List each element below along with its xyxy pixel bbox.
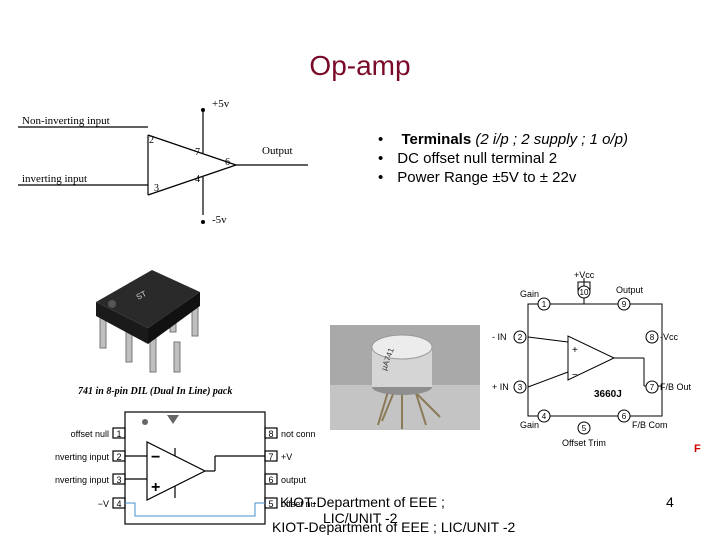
bullet-text: DC offset null terminal 2 bbox=[397, 150, 558, 167]
opamp-symbol-diagram: +5v -5v Non-inverting input inverting in… bbox=[18, 98, 308, 226]
gain-bottom-label: Gain bbox=[520, 420, 539, 430]
pin-9: 9 bbox=[622, 300, 627, 309]
page-number: 4 bbox=[666, 494, 674, 510]
pin-2: 2 bbox=[518, 333, 523, 342]
non-inverting-input-label: Non-inverting input bbox=[22, 115, 110, 127]
minus-in-label: - IN bbox=[492, 332, 507, 342]
chip-outline bbox=[124, 411, 266, 525]
pin-number-6: 6 bbox=[268, 475, 273, 485]
pin-7: 7 bbox=[650, 383, 655, 392]
pin-label-offset-null-5: offset null bbox=[281, 499, 315, 509]
pin-label-plus-v: +V bbox=[281, 452, 292, 462]
pinout-diagram: − + offset null inverting input non-inve… bbox=[55, 411, 315, 525]
gain-top-label: Gain bbox=[520, 289, 539, 299]
pin-number-5: 5 bbox=[268, 499, 273, 509]
pin-4: 4 bbox=[542, 412, 547, 421]
bullet-item: •DC offset null terminal 2 bbox=[378, 150, 558, 167]
edge-letter: F bbox=[694, 443, 701, 455]
pin-number-1: 1 bbox=[116, 429, 121, 439]
pin-7-label: 7 bbox=[195, 147, 200, 158]
output-label: Output bbox=[262, 145, 293, 157]
pin-4-label: 4 bbox=[195, 174, 200, 185]
notch-marker bbox=[167, 415, 179, 424]
pin-3-label: 3 bbox=[154, 183, 159, 194]
bullet-text: (2 i/p ; 2 supply ; 1 o/p) bbox=[471, 131, 628, 148]
pin-label-output: output bbox=[281, 475, 307, 485]
inverting-input-label: inverting input bbox=[22, 173, 87, 185]
bullet-bold-text: Terminals bbox=[401, 131, 472, 148]
part-number-label: 3660J bbox=[594, 389, 622, 400]
pin-10: 10 bbox=[580, 288, 589, 297]
vcc-minus-label: -Vcc bbox=[660, 332, 679, 342]
footer-dept-full: KIOT-Department of EEE ; LIC/UNIT -2 bbox=[272, 519, 516, 535]
pin-number-4: 4 bbox=[116, 499, 121, 509]
fb-com-label: F/B Com bbox=[632, 420, 668, 430]
pin-8: 8 bbox=[650, 333, 655, 342]
vcc-plus-label: +Vcc bbox=[574, 270, 595, 280]
slide-title: Op-amp bbox=[309, 50, 411, 81]
pin-label-inverting: inverting input bbox=[55, 452, 109, 462]
minus-supply-label: -5v bbox=[212, 214, 227, 226]
dip-caption: 741 in 8-pin DIL (Dual In Line) pack bbox=[78, 386, 233, 397]
output-label: Output bbox=[616, 285, 644, 295]
pin-number-7: 7 bbox=[268, 452, 273, 462]
pin-2-label: 2 bbox=[149, 135, 154, 146]
metal-can-photo: µA741 bbox=[330, 325, 480, 430]
chip-3660j-diagram: 1 2 3 4 5 6 7 8 9 10 + − +Vcc Gain Outpu… bbox=[492, 270, 692, 448]
fb-out-label: F/B Out bbox=[660, 382, 692, 392]
svg-text:ST: ST bbox=[135, 289, 148, 302]
svg-text:−: − bbox=[572, 370, 578, 381]
bullet-item: •Power Range ±5V to ± 22v bbox=[378, 169, 577, 186]
svg-text:+: + bbox=[151, 479, 160, 496]
pin-6: 6 bbox=[622, 412, 627, 421]
pin1-marker bbox=[142, 419, 148, 425]
svg-text:−: − bbox=[151, 449, 160, 466]
footer-dept-line-1: KIOT-Department of EEE ; bbox=[280, 494, 445, 510]
pin-label-non-inverting: non-inverting input bbox=[55, 475, 109, 485]
pin-number-2: 2 bbox=[116, 452, 121, 462]
svg-text:+: + bbox=[572, 345, 578, 356]
pin-label-minus-v: −V bbox=[98, 499, 109, 509]
plus-in-label: + IN bbox=[492, 382, 509, 392]
bullet-list: • Terminals (2 i/p ; 2 supply ; 1 o/p) •… bbox=[378, 130, 628, 187]
dip-chip-photo: ST bbox=[96, 270, 200, 373]
pin-6-label: 6 bbox=[225, 157, 230, 168]
footer-dept-line-2: LIC/UNIT -2 bbox=[323, 510, 398, 526]
bullet-text: Power Range ±5V to ± 22v bbox=[397, 169, 577, 186]
pin-3: 3 bbox=[518, 383, 523, 392]
pin-label-not-connected: not connected bbox=[281, 429, 315, 439]
pin-5: 5 bbox=[582, 424, 587, 433]
pin-label-offset-null-1: offset null bbox=[71, 429, 109, 439]
pin-number-3: 3 bbox=[116, 475, 121, 485]
offset-trim-label: Offset Trim bbox=[562, 438, 606, 448]
pin-number-8: 8 bbox=[268, 429, 273, 439]
plus-supply-label: +5v bbox=[212, 98, 230, 110]
pin-1: 1 bbox=[542, 300, 547, 309]
bullet-item: • Terminals (2 i/p ; 2 supply ; 1 o/p) bbox=[378, 131, 628, 148]
